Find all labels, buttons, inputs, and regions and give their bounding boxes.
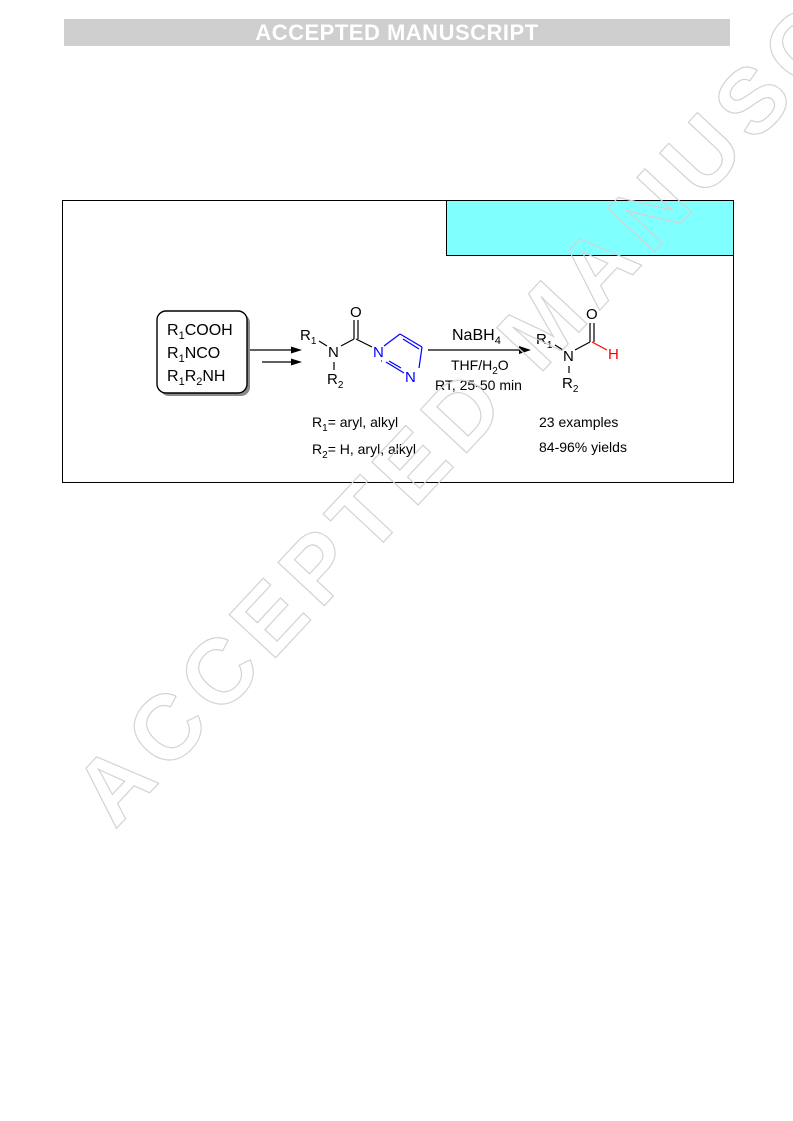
product-n: N (563, 348, 574, 365)
reagent-line-2: R1NCO (167, 345, 220, 365)
reaction-scheme: R1COOH R1NCO R1R2NH R1 N R2 O N (156, 304, 627, 461)
product-structure: R1 N R2 O H (536, 306, 619, 395)
intermediate-r1-label: R1 (300, 327, 317, 347)
intermediate-r2-label: R2 (327, 371, 344, 391)
imidazole-n3: N (405, 369, 416, 386)
product-r1-label: R1 (536, 331, 553, 351)
graphical-abstract-highlight-box (446, 200, 734, 256)
intermediate-structure: R1 N R2 O N N (300, 304, 423, 391)
product-carbonyl-o: O (586, 306, 598, 323)
intermediate-amide-n: N (328, 344, 339, 361)
reagent-line-3: R1R2NH (167, 368, 225, 388)
product-r2-label: R2 (562, 375, 579, 395)
accepted-manuscript-banner: ACCEPTED MANUSCRIPT (64, 19, 730, 46)
condition-temp-time: RT, 25-50 min (435, 377, 522, 393)
condition-solvent: THF/H2O (451, 357, 509, 377)
scope-examples: 23 examples (539, 414, 618, 430)
imidazole-n1: N (373, 344, 384, 361)
scope-r2-definition: R2= H, aryl, alkyl (312, 441, 416, 461)
multistep-arrow (250, 346, 302, 366)
condition-reagent: NaBH4 (452, 327, 501, 347)
reagent-line-1: R1COOH (167, 322, 233, 342)
product-aldehyde-h: H (608, 346, 619, 363)
intermediate-carbonyl-o: O (350, 304, 362, 321)
scope-r1-definition: R1= aryl, alkyl (312, 414, 398, 434)
scope-yields: 84-96% yields (539, 439, 627, 455)
reaction-arrow (428, 346, 531, 354)
reagent-box (156, 310, 248, 394)
